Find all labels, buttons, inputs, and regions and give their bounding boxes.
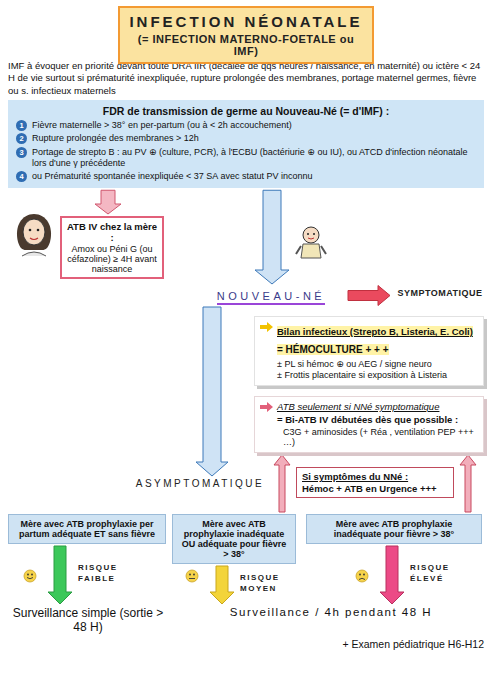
connector-arrow (460, 455, 476, 512)
title-box: INFECTION NÉONATALE (= INFECTION MATERNO-… (118, 6, 374, 64)
eye (37, 229, 40, 232)
mouth (27, 578, 33, 579)
mouth (308, 238, 314, 239)
eye (193, 574, 195, 576)
smiley-face (356, 570, 368, 582)
node-text: ± PL si hémoc ⊕ ou AEG / signe neuro (277, 359, 477, 369)
maternal-atb-box: ATB IV chez la mère :Amox ou Péni G (ou … (60, 216, 164, 279)
eye (307, 233, 309, 235)
smiley-low (24, 570, 36, 582)
node-text: ATB seulement si NNé symptomatique (277, 401, 477, 412)
connector-arrow (380, 546, 404, 604)
connector-arrow (210, 566, 234, 604)
asymptomatic-label: ASYMPTOMATIQUE (130, 478, 270, 489)
eye (359, 574, 361, 576)
eye (27, 574, 29, 576)
baby-icon (296, 227, 326, 258)
node-text: ± Frottis placentaire si exposition à Li… (277, 370, 477, 380)
list-item: Portage de strepto B : au PV ⊕ (culture,… (32, 147, 476, 170)
node-heading: FDR de transmission de germe au Nouveau-… (16, 105, 476, 117)
list-item: ou Prématurité spontanée inexpliquée < 3… (32, 171, 312, 182)
risk-label: RISQUE MOYEN (240, 573, 292, 595)
eye (189, 574, 191, 576)
list-row: 1 Fièvre maternelle > 38° en per-partum (… (16, 120, 476, 131)
list-item: Rupture prolongée des membranes > 12h (32, 133, 199, 144)
mouth (189, 578, 195, 579)
smiley-high (356, 570, 368, 582)
list-item: Fièvre maternelle > 38° en per-partum (o… (32, 120, 292, 131)
smiley-mid (186, 570, 198, 582)
mouth (359, 578, 365, 579)
mother-icon (17, 214, 51, 256)
node-text: C3G + aminosides (+ Réa , ventilation PE… (277, 427, 477, 447)
intro-note: IMF à évoquer en priorité devant toute D… (8, 60, 484, 97)
risk-label: RISQUE ÉLEVÉ (410, 563, 462, 585)
node-text: ASYMPTOMATIQUE (130, 478, 270, 489)
node-text: (= INFECTION MATERNO-FOETALE ou IMF) (126, 33, 366, 57)
mother-atb-inadequate-box: Mère avec ATB prophylaxie inadéquate OU … (172, 514, 296, 564)
node-text: SYMPTOMATIQUE (392, 286, 488, 298)
eye (363, 574, 365, 576)
connector-arrow (348, 286, 390, 306)
shoulders (22, 252, 46, 256)
callout-number: 3 (16, 147, 27, 158)
newborn-label: NOUVEAU-NÉ (196, 286, 346, 305)
connector-arrow (95, 190, 121, 214)
node-text: Si symptômes du NNé : (302, 471, 448, 482)
node-text: INFECTION NÉONATALE (126, 13, 366, 30)
node-text: Mère avec ATB prophylaxie inadéquate pou… (312, 519, 476, 539)
mother-atb-fever-box: Mère avec ATB prophylaxie inadéquate pou… (306, 514, 482, 544)
symptomatic-label: SYMPTOMATIQUE (392, 286, 488, 298)
bullet-arrow (260, 322, 273, 332)
newborn-atb-box: ATB seulement si NNé symptomatique = Bi-A… (254, 396, 484, 453)
connector-arrow (274, 455, 290, 512)
baby-arms (296, 246, 326, 254)
node-text: = Bi-ATB IV débutées dès que possible : (277, 414, 477, 425)
node-text: Mère avec ATB prophylaxie per partum adé… (14, 519, 160, 539)
smiley-face (186, 570, 198, 582)
node-text: Mère avec ATB prophylaxie inadéquate OU … (178, 519, 290, 559)
node-text: NOUVEAU-NÉ (217, 290, 325, 305)
node-text: ATB IV chez la mère : (66, 221, 158, 243)
list-row: 2 Rupture prolongée des membranes > 12h (16, 133, 476, 144)
node-text: Bilan infectieux (Strepto B, Listeria, E… (277, 326, 473, 337)
callout-number: 1 (16, 120, 27, 131)
connector-arrow (255, 190, 289, 284)
connector-arrow (48, 546, 72, 604)
eye (29, 229, 32, 232)
list-row: 3 Portage de strepto B : au PV ⊕ (culture… (16, 147, 476, 170)
bullet-arrow (260, 402, 273, 412)
exam-note: + Examen pédiatrique H6-H12 (286, 638, 484, 650)
node-text: Hémoc + ATB en Urgence +++ (302, 483, 448, 494)
baby-body (301, 244, 321, 258)
mother-atb-adequate-box: Mère avec ATB prophylaxie per partum adé… (8, 514, 166, 544)
risk-label: RISQUE FAIBLE (78, 563, 130, 585)
callout-number: 2 (16, 133, 27, 144)
mouth (30, 238, 38, 240)
eye (313, 233, 315, 235)
risk-factor-box: FDR de transmission de germe au Nouveau-… (8, 100, 484, 188)
bullet-arrow-shape (260, 322, 273, 332)
close-monitoring: Surveillance / 4h pendant 48 H (178, 606, 484, 618)
node-text: = HÉMOCULTURE + + + (277, 344, 389, 355)
baby-head (303, 227, 319, 243)
face (23, 219, 45, 245)
node-text: Surveillance / 4h pendant 48 H (178, 606, 484, 618)
smiley-face (24, 570, 36, 582)
list-row: 4 ou Prématurité spontanée inexpliquée < … (16, 171, 476, 182)
node-text: Amox ou Péni G (ou céfazoline) ≥ 4H avan… (66, 244, 158, 274)
connector-arrow (196, 307, 228, 476)
bullet-arrow-shape (260, 402, 273, 412)
eye (31, 574, 33, 576)
callout-number: 4 (16, 171, 27, 182)
node-text: Surveillance simple (sortie > 48 H) (8, 606, 168, 634)
simple-monitoring: Surveillance simple (sortie > 48 H) (8, 606, 168, 634)
workup-box: Bilan infectieux (Strepto B, Listeria, E… (254, 316, 484, 386)
urgent-note-box: Si symptômes du NNé :Hémoc + ATB en Urge… (296, 467, 454, 498)
hair (17, 214, 51, 250)
